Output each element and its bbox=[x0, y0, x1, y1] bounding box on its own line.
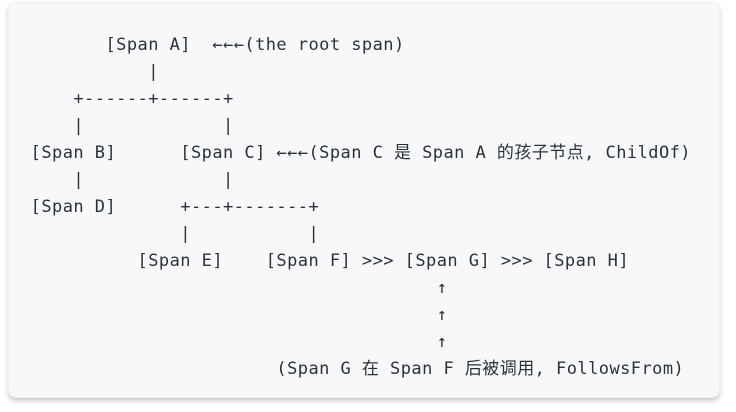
ascii-diagram-line: [Span E] [Span F] >>> [Span G] >>> [Span… bbox=[20, 251, 630, 271]
ascii-diagram-line: | bbox=[20, 62, 159, 82]
ascii-diagram-line: ↑ bbox=[20, 332, 448, 352]
ascii-diagram-line: | | bbox=[20, 224, 320, 244]
ascii-span-tree-diagram: [Span A] ←←←(the root span) | +------+--… bbox=[9, 3, 719, 397]
ascii-diagram-line: ↑ bbox=[20, 305, 448, 325]
ascii-diagram-line: [Span A] ←←←(the root span) bbox=[20, 35, 405, 55]
ascii-diagram-line: | | bbox=[20, 116, 234, 136]
ascii-diagram-line: ↑ bbox=[20, 278, 448, 298]
ascii-diagram-line: | | bbox=[20, 170, 234, 190]
ascii-diagram-line: [Span B] [Span C] ←←←(Span C 是 Span A 的孩… bbox=[20, 143, 691, 163]
code-block-panel: [Span A] ←←←(the root span) | +------+--… bbox=[8, 2, 720, 398]
ascii-diagram-line: [Span D] +---+-------+ bbox=[20, 197, 320, 217]
ascii-diagram-line: +------+------+ bbox=[20, 89, 234, 109]
ascii-diagram-line: (Span G 在 Span F 后被调用, FollowsFrom) bbox=[20, 359, 685, 379]
